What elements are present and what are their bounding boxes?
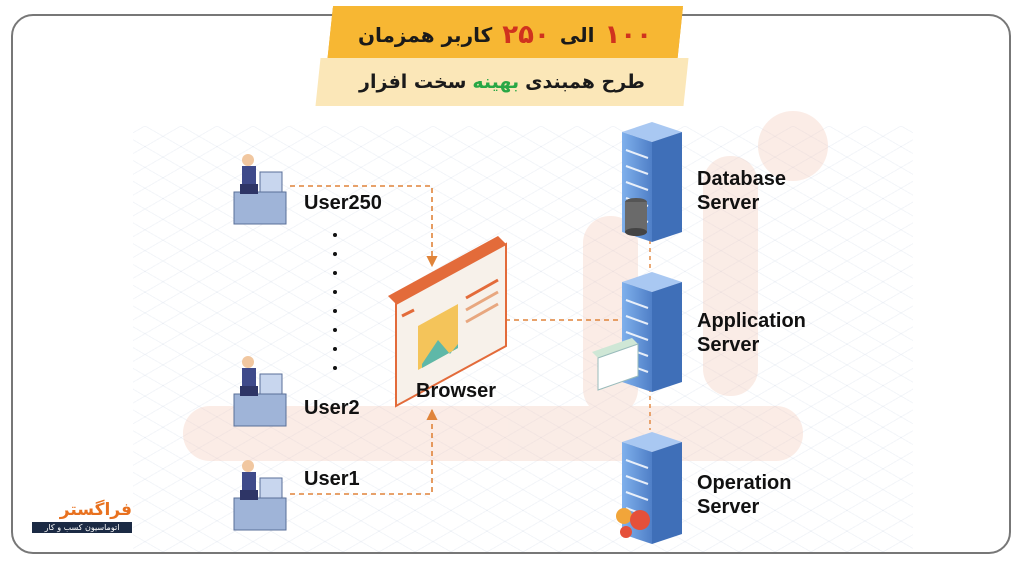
operation-server-label-line2: Server: [697, 496, 760, 518]
operation-server-label-line1: Operation: [697, 472, 792, 494]
logo-name: فراگستر: [59, 500, 132, 520]
user250-workstation-icon: [233, 154, 287, 225]
application-server-label-line1: Application: [697, 310, 806, 332]
user2-workstation-icon: [233, 356, 287, 427]
banner-num-b: ۱۰۰: [604, 20, 653, 50]
application-server-label-line2: Server: [697, 334, 760, 356]
connector-user1: [290, 408, 438, 495]
subtitle-part2: سخت افزار: [359, 71, 467, 93]
banner-num-a: ۲۵۰: [502, 20, 550, 50]
application-server-icon: [592, 272, 682, 392]
operation-server-icon: [616, 432, 682, 544]
logo-tagline: اتوماسیون کسب و کار: [32, 522, 132, 533]
company-logo: فراگستر اتوماسیون کسب و کار: [32, 500, 132, 536]
subtitle-part1: طرح همبندی: [525, 71, 645, 93]
browser-label: Browser: [416, 380, 497, 402]
subtitle-highlight: بهینه: [472, 71, 520, 93]
database-server-label-line1: Database: [697, 168, 786, 190]
user2-label: User2: [304, 397, 360, 419]
database-server-icon: [622, 122, 682, 242]
banner-title: ۱۰۰ الی ۲۵۰ کاربر همزمان: [330, 6, 680, 64]
connector-user250: [290, 185, 438, 268]
banner-part1: کاربر همزمان: [357, 23, 493, 47]
browser-window-icon: [388, 236, 507, 408]
banner-mid: الی: [559, 23, 595, 47]
user1-label: User1: [304, 468, 360, 490]
database-server-label-line2: Server: [697, 192, 760, 214]
banner-subtitle: طرح همبندی بهینه سخت افزار: [318, 58, 686, 106]
user250-label: User250: [304, 192, 382, 214]
user1-workstation-icon: [233, 460, 287, 531]
